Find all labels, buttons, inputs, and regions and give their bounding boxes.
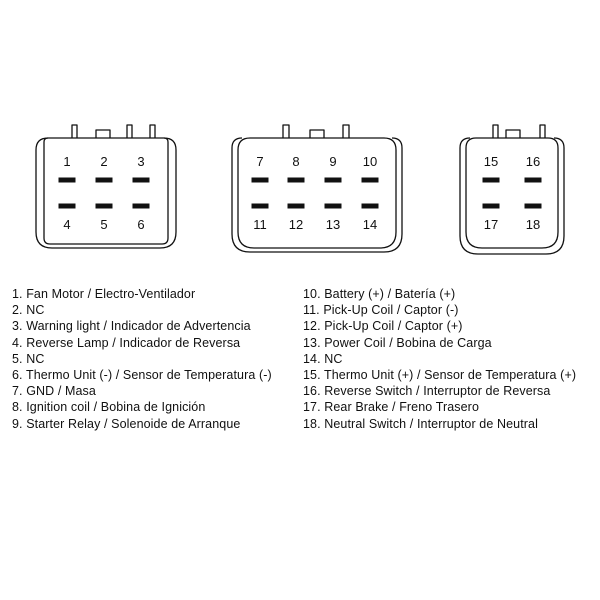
- pin-terminal-17: [482, 203, 500, 209]
- legend-item: 3. Warning light / Indicador de Adverten…: [12, 319, 251, 334]
- pin-label-6: 6: [137, 217, 144, 232]
- legend-item: 8. Ignition coil / Bobina de Ignición: [12, 400, 206, 415]
- pin-label-18: 18: [526, 217, 540, 232]
- legend-item: 4. Reverse Lamp / Indicador de Reversa: [12, 335, 241, 350]
- legend-item: 17. Rear Brake / Freno Trasero: [303, 400, 479, 415]
- legend-item: 9. Starter Relay / Solenoide de Arranque: [12, 416, 241, 431]
- legend-item: 2. NC: [12, 303, 45, 318]
- legend-item: 16. Reverse Switch / Interruptor de Reve…: [303, 384, 551, 399]
- legend-item: 11. Pick-Up Coil / Captor (-): [303, 303, 459, 318]
- pin-label-7: 7: [256, 154, 263, 169]
- pin-terminal-11: [251, 203, 269, 209]
- pin-label-12: 12: [289, 217, 303, 232]
- legend-item: 15. Thermo Unit (+) / Sensor de Temperat…: [303, 368, 577, 383]
- pin-terminal-14: [361, 203, 379, 209]
- pin-terminal-3: [132, 177, 150, 183]
- pin-terminal-1: [58, 177, 76, 183]
- pin-terminal-15: [482, 177, 500, 183]
- legend-item: 12. Pick-Up Coil / Captor (+): [303, 319, 463, 334]
- pin-terminal-16: [524, 177, 542, 183]
- pin-label-11: 11: [253, 217, 267, 232]
- legend-item: 5. NC: [12, 351, 45, 366]
- legend-item: 14. NC: [303, 351, 343, 366]
- pin-label-15: 15: [484, 154, 498, 169]
- legend-item: 13. Power Coil / Bobina de Carga: [303, 335, 492, 350]
- pin-terminal-12: [287, 203, 305, 209]
- pin-terminal-13: [324, 203, 342, 209]
- pin-label-8: 8: [292, 154, 299, 169]
- connector-c-housing: [459, 124, 565, 255]
- pin-label-4: 4: [63, 217, 70, 232]
- legend-item: 7. GND / Masa: [12, 384, 96, 399]
- pin-label-2: 2: [100, 154, 107, 169]
- pin-label-13: 13: [326, 217, 340, 232]
- pin-terminal-10: [361, 177, 379, 183]
- legend-item: 10. Battery (+) / Batería (+): [303, 287, 456, 301]
- legend-right: 10. Battery (+) / Batería (+) 11. Pick-Up…: [303, 286, 576, 432]
- pin-terminal-6: [132, 203, 150, 209]
- pin-label-16: 16: [526, 154, 540, 169]
- pin-label-10: 10: [363, 154, 377, 169]
- legend-item: 6. Thermo Unit (-) / Sensor de Temperatu…: [12, 368, 272, 383]
- connector-a-housing: [35, 124, 177, 249]
- pin-label-1: 1: [63, 154, 70, 169]
- legend-item: 1. Fan Motor / Electro-Ventilador: [12, 287, 196, 301]
- pin-label-17: 17: [484, 217, 498, 232]
- pin-terminal-9: [324, 177, 342, 183]
- pin-terminal-7: [251, 177, 269, 183]
- pin-label-3: 3: [137, 154, 144, 169]
- pin-terminal-4: [58, 203, 76, 209]
- pin-terminal-8: [287, 177, 305, 183]
- pin-label-5: 5: [100, 217, 107, 232]
- pin-label-9: 9: [329, 154, 336, 169]
- pin-terminal-2: [95, 177, 113, 183]
- connector-b-housing: [231, 124, 403, 253]
- legend-item: 18. Neutral Switch / Interruptor de Neut…: [303, 416, 538, 431]
- pin-label-14: 14: [363, 217, 377, 232]
- pin-terminal-18: [524, 203, 542, 209]
- pin-terminal-5: [95, 203, 113, 209]
